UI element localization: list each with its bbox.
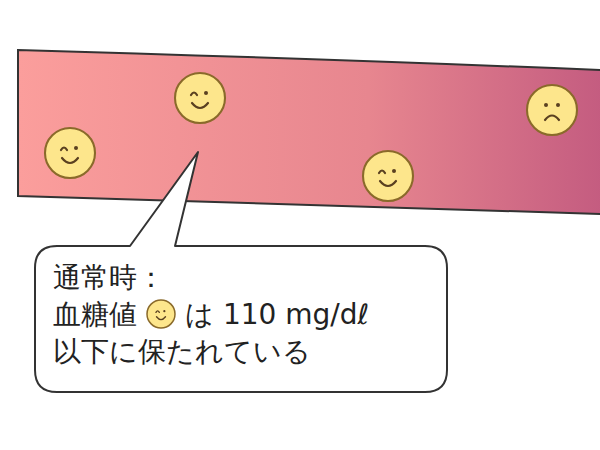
eye (544, 103, 548, 107)
bubble-shape (35, 152, 447, 392)
callout-heading: 通常時： (53, 260, 429, 297)
glucose-group (45, 73, 577, 201)
mouth (192, 103, 208, 108)
blood-vessel-wall (18, 50, 600, 214)
face (175, 73, 225, 123)
face (147, 300, 175, 328)
eye (156, 311, 159, 312)
glucose-smiley (175, 73, 225, 123)
glucose-smiley (147, 300, 175, 328)
eye (556, 103, 560, 107)
face (45, 128, 95, 178)
eye (163, 310, 165, 312)
face (527, 85, 577, 135)
eye (74, 146, 78, 150)
eye (61, 148, 67, 151)
mouth (380, 181, 396, 186)
eye (392, 169, 396, 173)
mouth (62, 158, 78, 163)
glucose-icon (145, 298, 177, 330)
eye (379, 171, 385, 174)
glucose-sad (527, 85, 577, 135)
eye (191, 93, 197, 96)
mouth (545, 116, 559, 121)
glucose-smiley (45, 128, 95, 178)
mouth (157, 317, 166, 320)
blood-vessel (18, 50, 600, 214)
callout-text: 血糖値 (53, 298, 137, 331)
speech-bubble: 通常時：血糖値は 110 mg/dℓ 以下に保たれている (35, 246, 447, 392)
eye (204, 91, 208, 95)
face (363, 151, 413, 201)
glucose-smiley (363, 151, 413, 201)
